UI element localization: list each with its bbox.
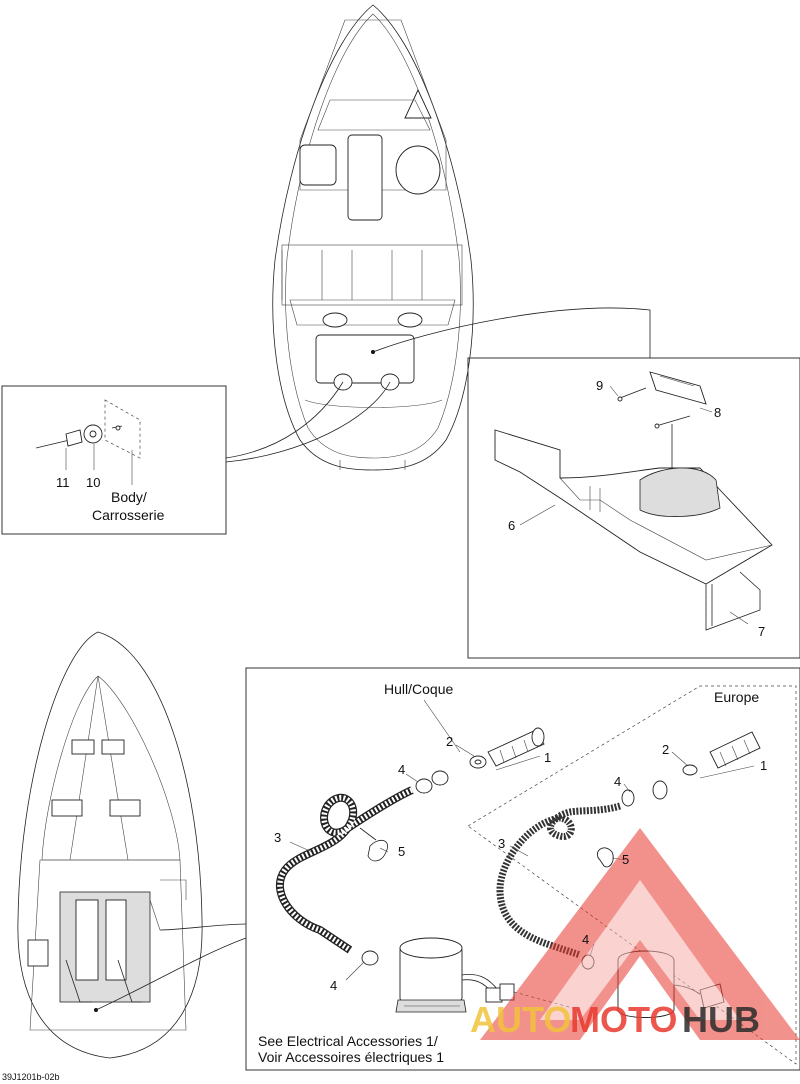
callout-4c: 4 — [614, 774, 621, 789]
europe-label: Europe — [714, 689, 759, 705]
callout-3b: 3 — [498, 836, 505, 851]
callout-4d: 4 — [582, 932, 589, 947]
watermark-triangle-outer — [480, 828, 800, 1040]
body-label-fr: Carrosserie — [92, 507, 165, 523]
storage-tray-box — [467, 357, 800, 659]
bilge-pump-box — [245, 667, 800, 1071]
callout-10: 10 — [86, 475, 100, 490]
callout-11: 11 — [56, 475, 70, 490]
watermark-auto: AUTO — [470, 999, 571, 1040]
see-electrical-label-fr: Voir Accessoires électriques 1 — [258, 1049, 444, 1065]
callout-2a: 2 — [446, 734, 453, 749]
watermark-text: AUTO MOTO HUB — [470, 999, 760, 1040]
watermark-hub: HUB — [682, 999, 760, 1040]
top-watercraft — [272, 4, 474, 471]
hull-label: Hull/Coque — [384, 681, 453, 697]
callout-4b: 4 — [330, 978, 337, 993]
body-fastener-box — [1, 385, 227, 535]
lower-watercraft — [17, 631, 203, 1059]
reference-code: 39J1201b-02b — [2, 1072, 60, 1082]
callout-7: 7 — [758, 624, 765, 639]
callout-2b: 2 — [662, 742, 669, 757]
callout-5a: 5 — [398, 844, 405, 859]
callout-1b: 1 — [760, 758, 767, 773]
watermark-moto: MOTO — [570, 999, 677, 1040]
callout-5b: 5 — [622, 852, 629, 867]
callout-labels: 11 10 Body/ Carrosserie 9 8 6 7 Hull/Coq… — [2, 378, 767, 1082]
watermark-triangle-inner — [540, 880, 740, 1020]
callout-1a: 1 — [544, 750, 551, 765]
callout-8: 8 — [714, 405, 721, 420]
callout-4a: 4 — [398, 762, 405, 777]
body-label: Body/ — [111, 489, 147, 505]
callout-6: 6 — [508, 518, 515, 533]
see-electrical-label: See Electrical Accessories 1/ — [258, 1033, 438, 1049]
callout-9: 9 — [596, 378, 603, 393]
automotohub-watermark — [480, 828, 800, 1040]
callout-3a: 3 — [274, 830, 281, 845]
